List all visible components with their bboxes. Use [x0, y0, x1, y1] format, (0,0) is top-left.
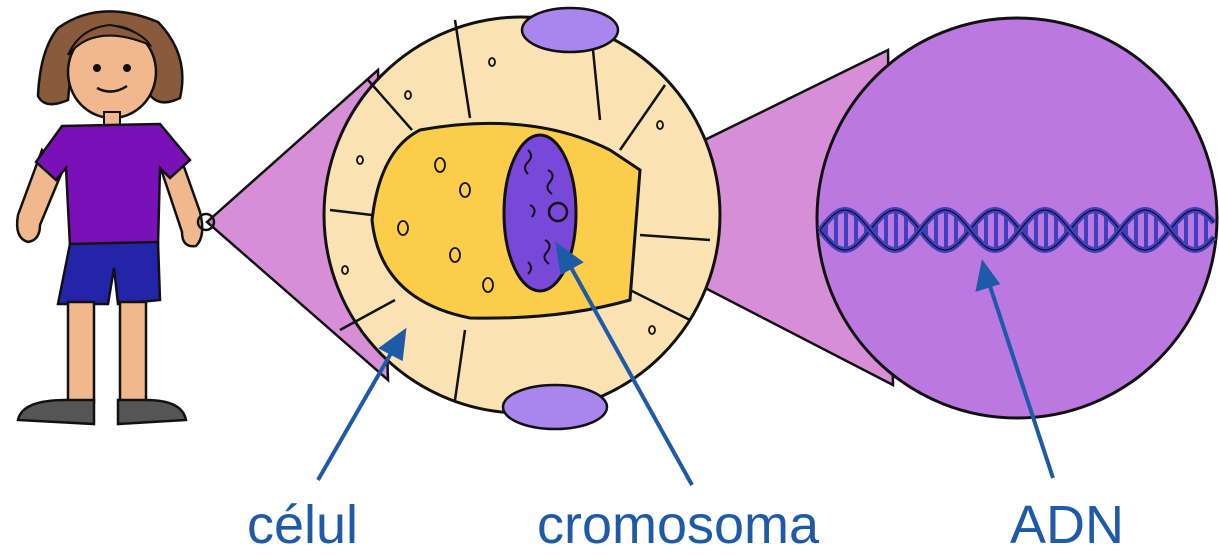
- arrow-cell: [318, 348, 394, 480]
- double-helix-icon: [817, 18, 1217, 418]
- label-cell: célul: [247, 498, 358, 552]
- girl-figure-icon: [17, 11, 214, 424]
- label-dna: ADN: [1010, 498, 1124, 552]
- label-chromosome: cromosoma: [537, 498, 819, 552]
